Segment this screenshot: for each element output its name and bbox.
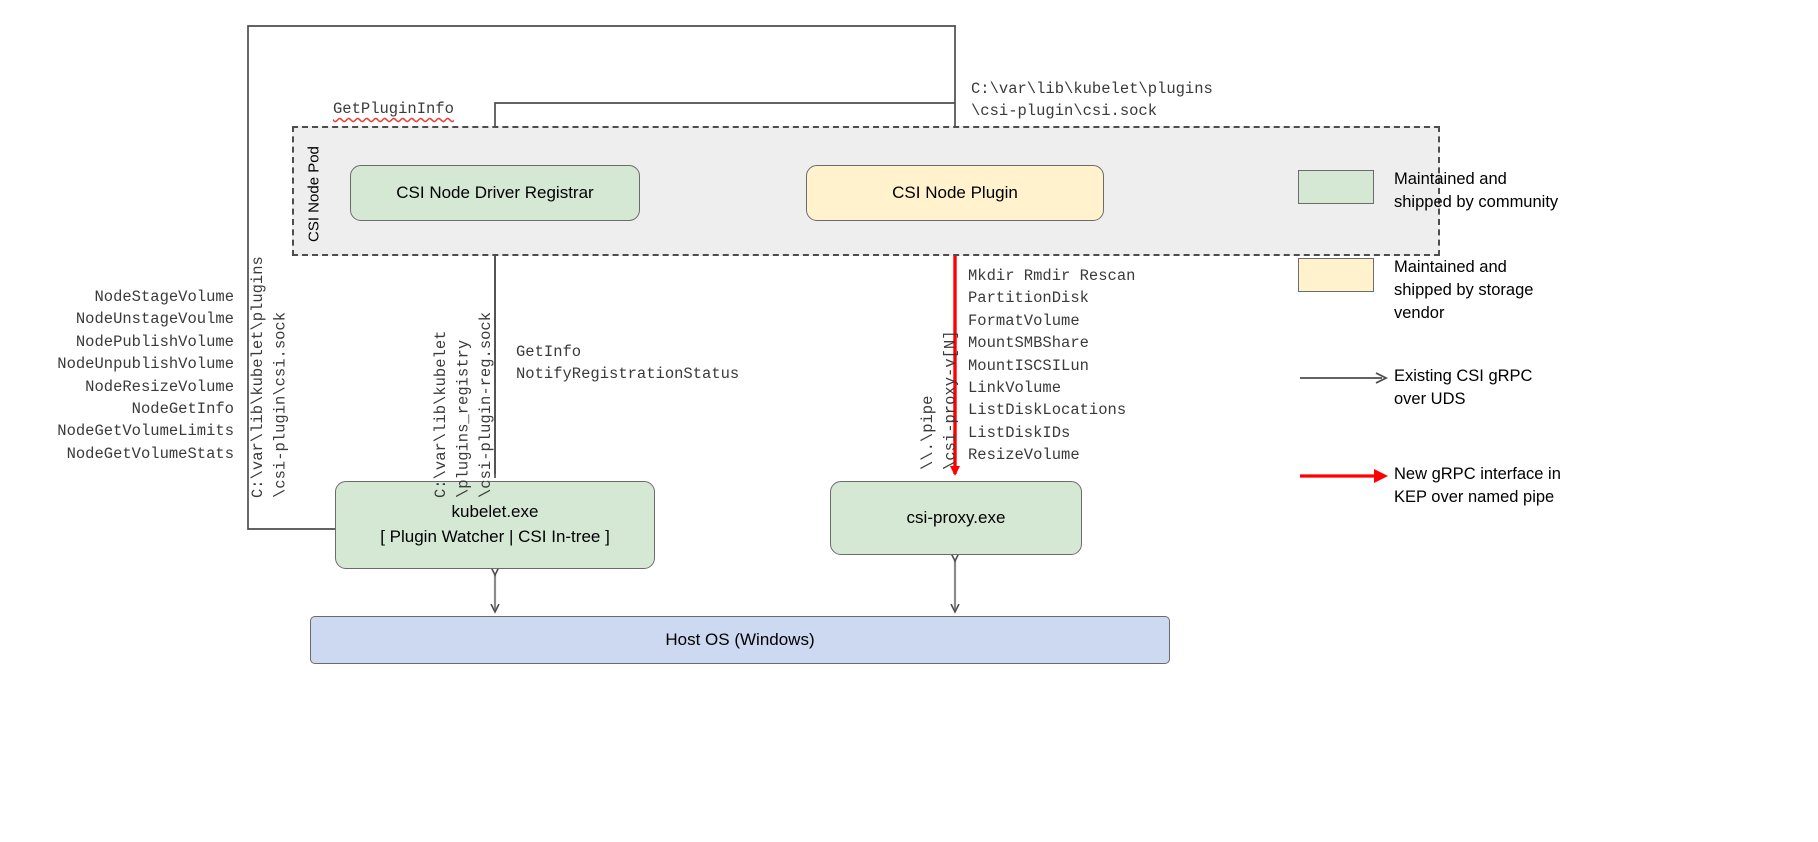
csi-proxy-exe-label: csi-proxy.exe bbox=[906, 507, 1006, 527]
legend-label-community: Maintained and shipped by community bbox=[1394, 170, 1559, 211]
csi-node-plugin-label: CSI Node Plugin bbox=[892, 182, 1018, 202]
legend-item-community: Maintained and shipped by community bbox=[1298, 168, 1798, 214]
node-plugin-socket-path-label: C:\var\lib\kubelet\plugins \csi-plugin\c… bbox=[971, 80, 1213, 121]
csi-node-driver-registrar-label: CSI Node Driver Registrar bbox=[396, 182, 594, 202]
csi-sock-path-label-vertical: C:\var\lib\kubelet\plugins \csi-plugin\c… bbox=[249, 256, 290, 498]
legend: Maintained and shipped by community Main… bbox=[1298, 168, 1798, 549]
registration-api-list: GetInfo NotifyRegistrationStatus bbox=[516, 343, 740, 384]
legend-key-yellow-swatch bbox=[1298, 256, 1394, 292]
csi-node-pod-label: CSI Node Pod bbox=[305, 146, 323, 242]
registration-sock-path-label-vertical: C:\var\lib\kubelet \plugins_registry \cs… bbox=[432, 311, 495, 498]
csi-node-plugin-box[interactable]: CSI Node Plugin bbox=[806, 165, 1104, 221]
named-pipe-path-label-vertical: \\.\pipe \csi-proxy-v[N] bbox=[919, 330, 960, 470]
csi-proxy-api-list: Mkdir Rmdir Rescan PartitionDisk FormatV… bbox=[968, 267, 1136, 465]
kubelet-exe-box[interactable]: kubelet.exe [ Plugin Watcher | CSI In-tr… bbox=[335, 481, 655, 569]
legend-key-green-swatch bbox=[1298, 168, 1394, 204]
red-arrow-icon bbox=[1300, 469, 1388, 483]
wire-kubelet-to-nodeplugin bbox=[247, 25, 955, 530]
legend-key-gray-arrow bbox=[1298, 365, 1394, 389]
get-plugin-info-label: GetPluginInfo bbox=[333, 100, 454, 118]
host-os-label: Host OS (Windows) bbox=[665, 629, 815, 649]
yellow-swatch-icon bbox=[1298, 258, 1374, 292]
legend-item-new-grpc: New gRPC interface in KEP over named pip… bbox=[1298, 463, 1798, 509]
legend-label-vendor: Maintained and shipped by storage vendor bbox=[1394, 258, 1534, 322]
host-os-box[interactable]: Host OS (Windows) bbox=[310, 616, 1170, 664]
legend-key-red-arrow bbox=[1298, 463, 1394, 487]
csi-node-driver-registrar-box[interactable]: CSI Node Driver Registrar bbox=[350, 165, 640, 221]
legend-label-existing-grpc: Existing CSI gRPC over UDS bbox=[1394, 367, 1533, 408]
kubelet-exe-label: kubelet.exe bbox=[451, 502, 539, 522]
legend-label-new-grpc: New gRPC interface in KEP over named pip… bbox=[1394, 465, 1561, 506]
node-service-api-list: NodeStageVolume NodeUnstageVoulme NodePu… bbox=[57, 288, 234, 463]
kubelet-exe-sublabel: [ Plugin Watcher | CSI In-tree ] bbox=[380, 527, 610, 546]
green-swatch-icon bbox=[1298, 170, 1374, 204]
legend-item-existing-grpc: Existing CSI gRPC over UDS bbox=[1298, 365, 1798, 411]
legend-item-vendor: Maintained and shipped by storage vendor bbox=[1298, 256, 1798, 325]
csi-proxy-exe-box[interactable]: csi-proxy.exe bbox=[830, 481, 1082, 555]
gray-arrow-icon bbox=[1300, 372, 1389, 384]
